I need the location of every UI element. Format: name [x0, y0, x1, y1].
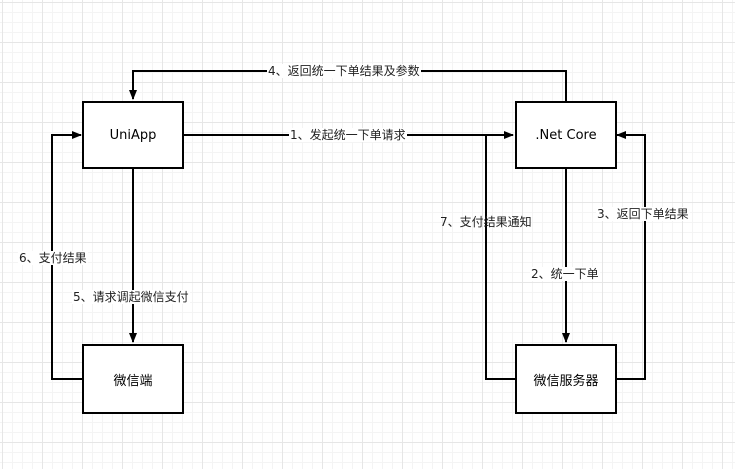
- edge-3-label: 3、返回下单结果: [596, 207, 690, 221]
- node-uniapp-label: UniApp: [109, 127, 157, 143]
- node-netcore-label: .Net Core: [535, 127, 597, 143]
- edge-3-line: [615, 131, 646, 380]
- node-wechat-client: 微信端: [82, 344, 184, 414]
- edge-5-label: 5、请求调起微信支付: [72, 290, 190, 304]
- edge-1-label: 1、发起统一下单请求: [289, 128, 407, 142]
- edge-2-label: 2、统一下单: [530, 267, 600, 281]
- edge-6-label: 6、支付结果: [18, 251, 88, 265]
- edge-7-label: 7、支付结果通知: [440, 215, 532, 229]
- node-wechat-server-label: 微信服务器: [533, 373, 599, 389]
- edge-4-label: 4、返回统一下单结果及参数: [267, 64, 421, 78]
- node-wechat-client-label: 微信端: [113, 373, 153, 389]
- edge-7-line: [485, 135, 517, 380]
- node-wechat-server: 微信服务器: [515, 344, 617, 414]
- node-uniapp: UniApp: [82, 101, 184, 169]
- node-netcore: .Net Core: [515, 101, 617, 169]
